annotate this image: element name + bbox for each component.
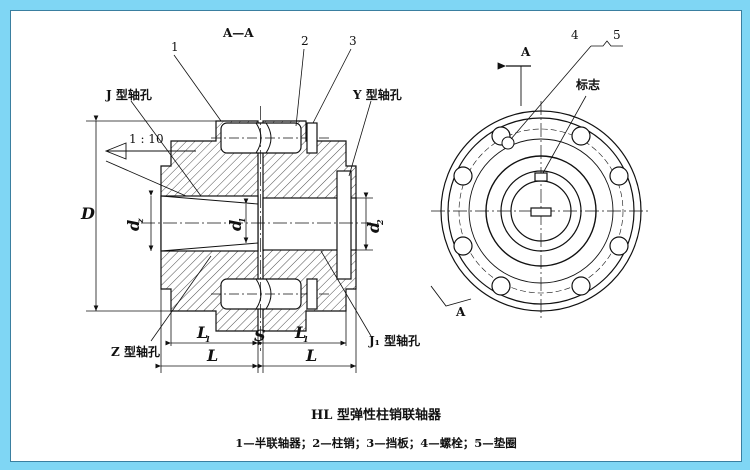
section-view bbox=[141, 106, 371, 351]
leaders bbox=[130, 48, 372, 342]
j1-bore-label: J₁ 型轴孔 bbox=[368, 333, 420, 348]
dim-d2-label: d bbox=[364, 222, 383, 233]
dim-L1-left-sub: 1 bbox=[205, 334, 211, 344]
y-bore-label: Y 型轴孔 bbox=[352, 87, 402, 102]
dim-L-left: L bbox=[206, 346, 218, 365]
drawing-sheet: D 1 : 10 d z d 1 bbox=[10, 10, 742, 462]
taper-label: 1 : 10 bbox=[129, 132, 164, 146]
caption-legend: 1—半联轴器；2—柱销；3—挡板；4—螺栓；5—垫圈 bbox=[235, 436, 517, 450]
dim-L1-right: L bbox=[294, 323, 306, 342]
j-bore-label: J 型轴孔 bbox=[105, 87, 152, 102]
part-4-label: 4 bbox=[571, 28, 579, 42]
part-1-label: 1 bbox=[171, 40, 179, 54]
dim-D-label: D bbox=[80, 204, 95, 223]
dim-S: S bbox=[254, 326, 266, 345]
view-A-bottom: A bbox=[455, 305, 466, 319]
taper-mark bbox=[104, 142, 196, 197]
part-2-label: 2 bbox=[301, 34, 309, 48]
mark-label: 标志 bbox=[575, 77, 600, 92]
dim-D bbox=[86, 115, 216, 312]
dim-d1-label: d bbox=[226, 220, 245, 231]
z-bore-label: Z 型轴孔 bbox=[111, 344, 160, 359]
pin-top bbox=[211, 122, 331, 154]
dim-dz-sub: z bbox=[135, 218, 145, 224]
view-A-top: A bbox=[520, 45, 531, 59]
section-label: A—A bbox=[222, 26, 254, 40]
part-3-label: 3 bbox=[349, 34, 357, 48]
dim-L-right: L bbox=[305, 346, 317, 365]
dim-d1-sub: 1 bbox=[237, 217, 247, 223]
coupling-drawing: D 1 : 10 d z d 1 bbox=[80, 26, 651, 450]
dim-d2-sub: 2 bbox=[375, 219, 385, 226]
caption-title: HL 型弹性柱销联轴器 bbox=[311, 407, 442, 423]
dim-L1-right-sub: 1 bbox=[303, 334, 309, 344]
length-dims bbox=[155, 289, 357, 373]
bore-dims bbox=[148, 190, 373, 251]
part-5-label: 5 bbox=[613, 28, 621, 42]
dim-dz-label: d bbox=[124, 220, 143, 231]
end-leaders bbox=[510, 40, 623, 174]
end-view bbox=[430, 62, 651, 321]
dim-L1-left: L bbox=[196, 323, 208, 342]
pin-bottom bbox=[211, 278, 331, 310]
